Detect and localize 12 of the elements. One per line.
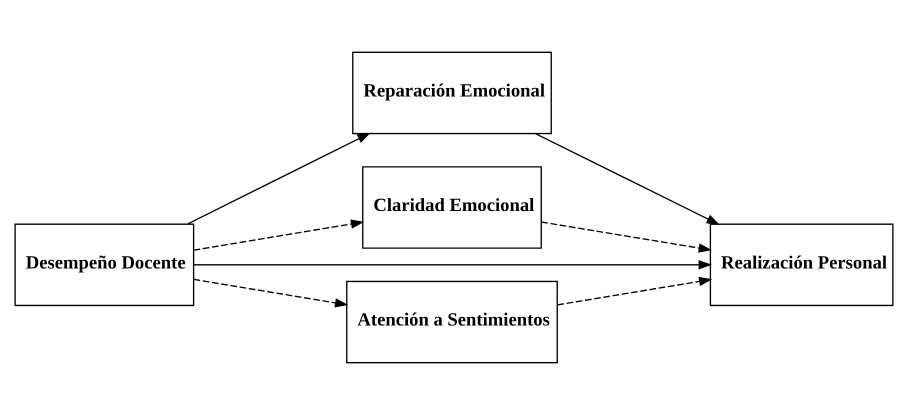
arrow <box>193 278 348 308</box>
arrow <box>556 276 712 306</box>
node-box: Realización Personal <box>709 223 894 306</box>
arrow <box>193 219 364 251</box>
node-box: Desempeño Docente <box>14 223 194 306</box>
arrow <box>186 132 370 225</box>
arrow <box>534 133 720 225</box>
node-box: Claridad Emocional <box>362 166 542 249</box>
arrow <box>540 221 712 253</box>
node-box: Reparación Emocional <box>352 52 552 134</box>
node-box: Atención a Sentimientos <box>346 280 558 364</box>
arrow <box>193 260 712 270</box>
